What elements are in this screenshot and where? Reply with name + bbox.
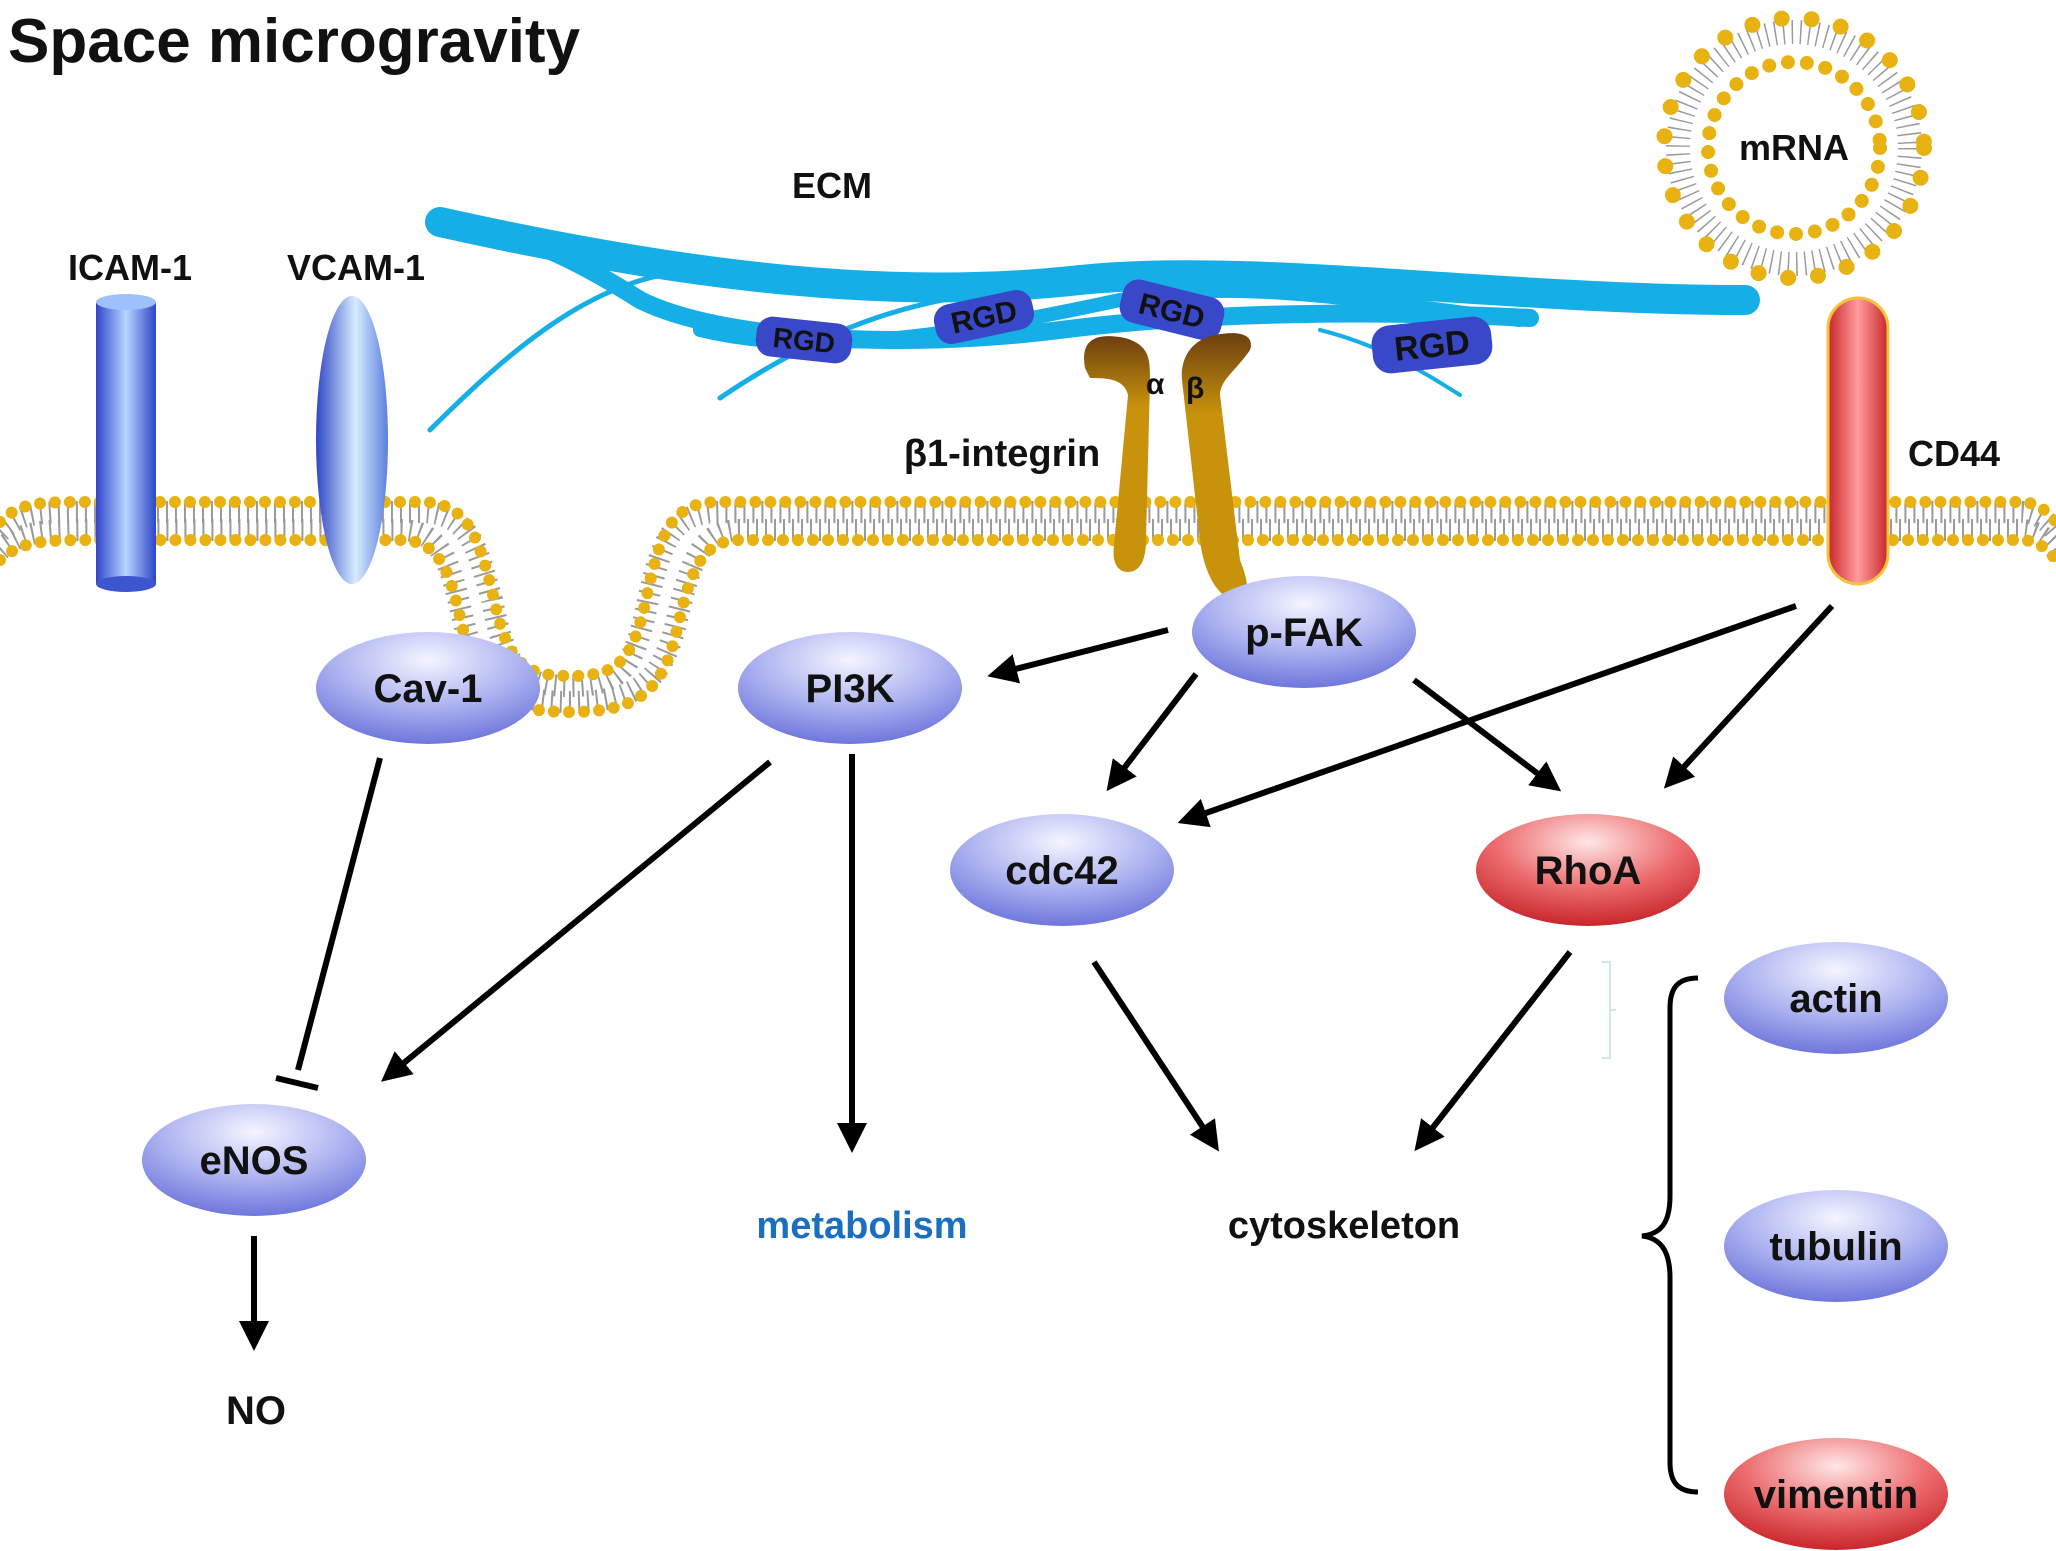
node-cav1: Cav-1: [316, 632, 540, 744]
output-cytoskeleton: cytoskeleton: [1228, 1205, 1460, 1247]
svg-text:cdc42: cdc42: [1005, 849, 1118, 893]
cd44-label: CD44: [1908, 433, 2000, 474]
cytoskeleton-brace: [1641, 975, 1699, 1495]
ecm-fibers: [425, 207, 1760, 433]
node-rhoa: RhoA: [1476, 814, 1700, 926]
rgd-tags: RGD RGD RGD RGD: [755, 279, 1493, 374]
integrin-beta-label: β: [1186, 372, 1204, 405]
output-no: NO: [226, 1389, 286, 1433]
mrna-liposome: mRNA: [1656, 10, 1932, 286]
node-enos: eNOS: [142, 1104, 366, 1216]
node-pi3k: PI3K: [738, 632, 962, 744]
node-tubulin: tubulin: [1724, 1190, 1948, 1302]
rgd-tag: RGD: [1371, 316, 1493, 374]
svg-text:p-FAK: p-FAK: [1245, 611, 1363, 655]
icam-1-receptor: [96, 294, 156, 592]
svg-text:eNOS: eNOS: [200, 1139, 309, 1183]
integrin-alpha-label: α: [1146, 368, 1165, 401]
node-pfak: p-FAK: [1192, 576, 1416, 688]
cd44-receptor: [1826, 296, 1890, 586]
node-cdc42: cdc42: [950, 814, 1174, 926]
beta1-integrin-label: β1-integrin: [904, 433, 1100, 475]
mrna-label: mRNA: [1739, 127, 1849, 168]
icam-1-label: ICAM-1: [68, 247, 192, 288]
node-vimentin: vimentin: [1724, 1438, 1948, 1550]
vcam-1-label: VCAM-1: [287, 247, 425, 288]
faint-bracket-mark: [1602, 961, 1616, 1059]
rgd-tag: RGD: [755, 316, 853, 364]
svg-text:vimentin: vimentin: [1754, 1473, 1918, 1517]
page-title: Space microgravity: [8, 7, 581, 76]
cell-membrane: [0, 502, 2056, 712]
svg-text:tubulin: tubulin: [1769, 1225, 1902, 1269]
pathway-arrows: [239, 603, 1835, 1351]
vcam-1-receptor: [316, 296, 388, 584]
svg-text:RhoA: RhoA: [1535, 849, 1642, 893]
rgd-tag: RGD: [1119, 279, 1225, 341]
output-metabolism: metabolism: [756, 1205, 967, 1247]
svg-text:Cav-1: Cav-1: [374, 667, 483, 711]
svg-text:RGD: RGD: [1393, 323, 1472, 369]
svg-text:actin: actin: [1789, 977, 1882, 1021]
beta1-integrin-receptor: α β: [1084, 333, 1251, 600]
node-actin: actin: [1724, 942, 1948, 1054]
svg-text:PI3K: PI3K: [806, 667, 895, 711]
svg-text:RGD: RGD: [771, 322, 836, 359]
ecm-label: ECM: [792, 165, 872, 206]
